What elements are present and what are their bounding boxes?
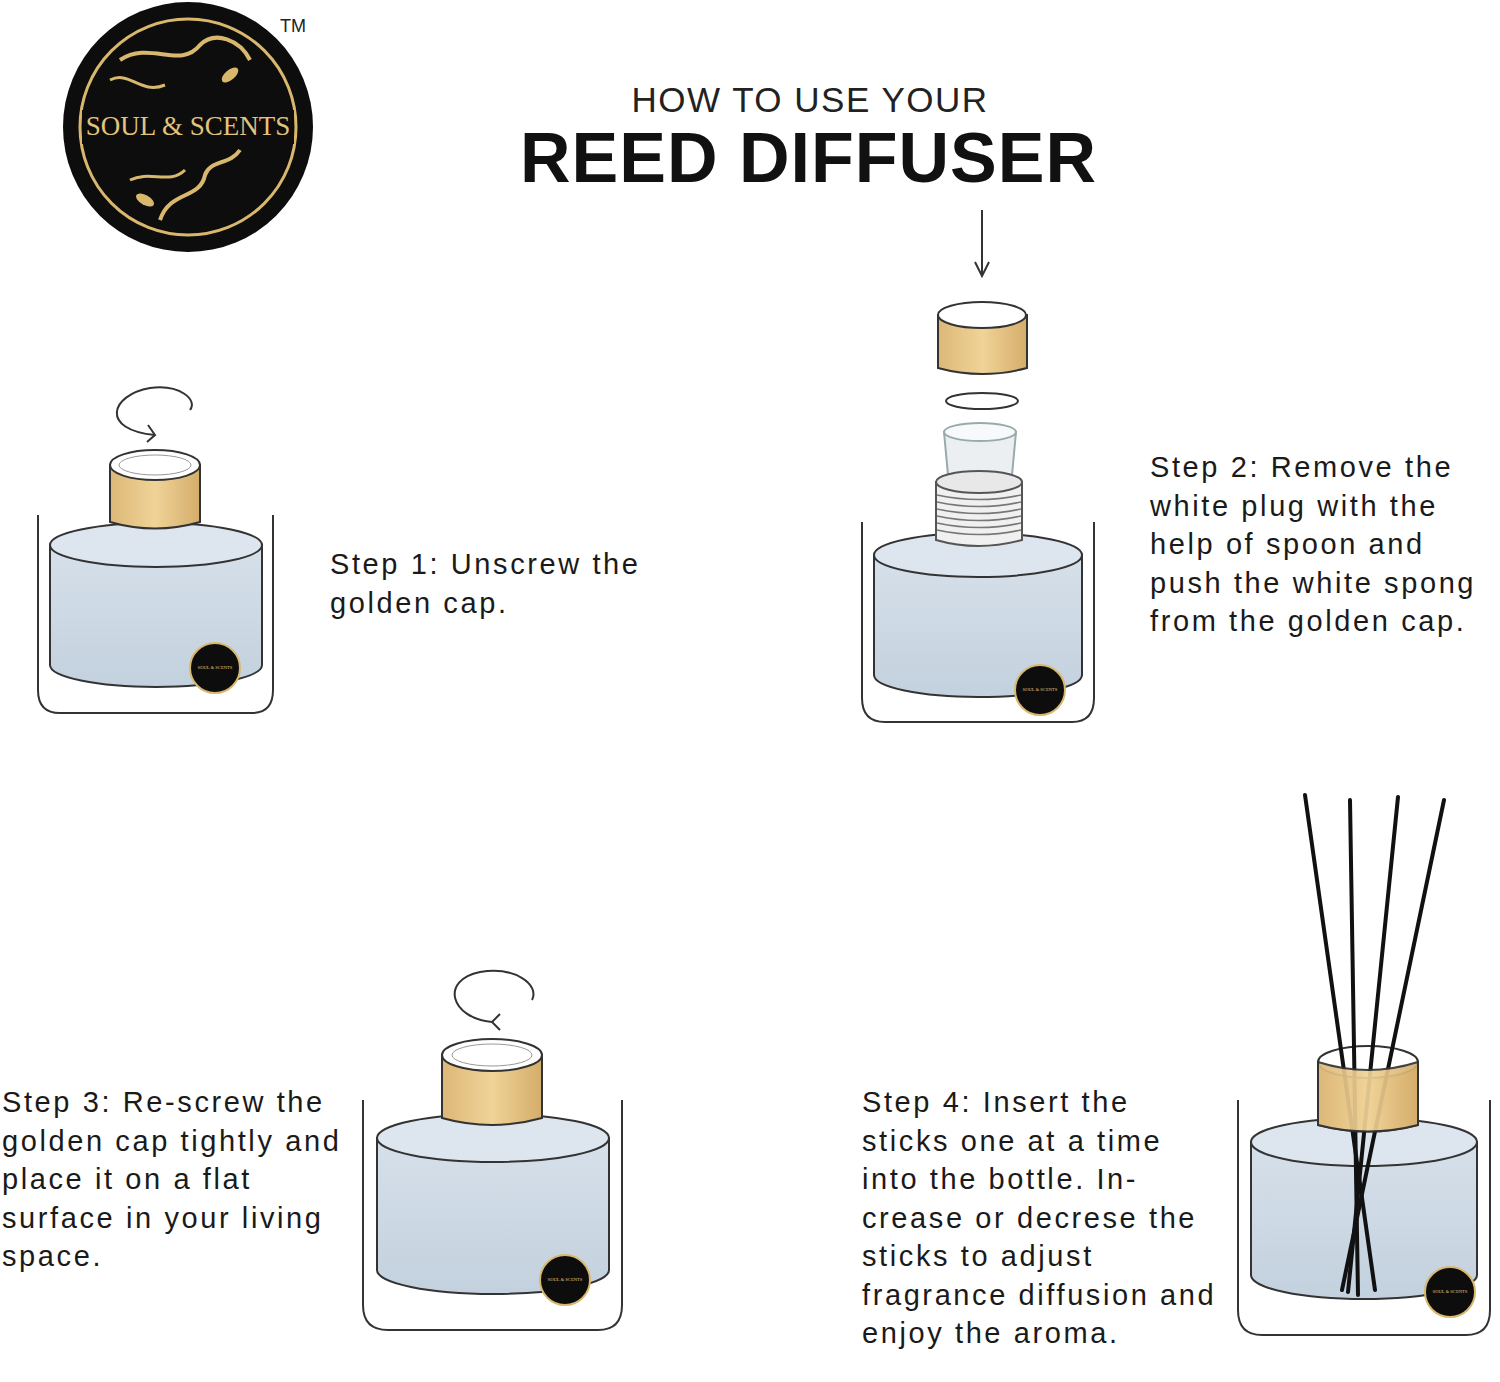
bottle-badge: SOUL & SCENTS — [1015, 665, 1065, 715]
neck-thread — [937, 530, 1021, 535]
bottle-step-1 — [38, 387, 273, 713]
step-text: Step 3: Re-screw the golden cap tightly … — [2, 1083, 347, 1276]
subtitle: HOW TO USE YOUR — [560, 80, 1060, 120]
brand-name: SOUL & SCENTS — [198, 665, 233, 670]
step-text: Step 2: Remove the white plug with the h… — [1150, 448, 1495, 641]
brand-name: SOUL & SCENTS — [1023, 687, 1058, 692]
brand-logo-circle: SOUL & SCENTS — [63, 2, 313, 252]
neck-thread — [937, 516, 1021, 521]
brand-name: SOUL & SCENTS — [82, 110, 295, 144]
bottle-step-2 — [862, 210, 1094, 722]
brand-name: SOUL & SCENTS — [548, 1277, 583, 1282]
neck-thread — [937, 495, 1021, 500]
bottle-badge: SOUL & SCENTS — [1425, 1267, 1475, 1317]
neck-thread — [937, 509, 1021, 514]
bottle-badge: SOUL & SCENTS — [540, 1255, 590, 1305]
bottle-step-3 — [363, 971, 622, 1330]
neck-thread — [937, 502, 1021, 507]
bottle-badge: SOUL & SCENTS — [190, 643, 240, 693]
step-text: Step 4: Insert the sticks one at a time … — [862, 1083, 1222, 1353]
bottle-badges — [190, 643, 1475, 1317]
trademark: TM — [280, 16, 320, 37]
bottle-step-4 — [1238, 795, 1490, 1335]
step-text: Step 1: Unscrew the golden cap. — [330, 545, 700, 622]
neck-thread — [937, 523, 1021, 528]
brand-logo — [63, 2, 313, 252]
brand-name: SOUL & SCENTS — [1433, 1289, 1468, 1294]
